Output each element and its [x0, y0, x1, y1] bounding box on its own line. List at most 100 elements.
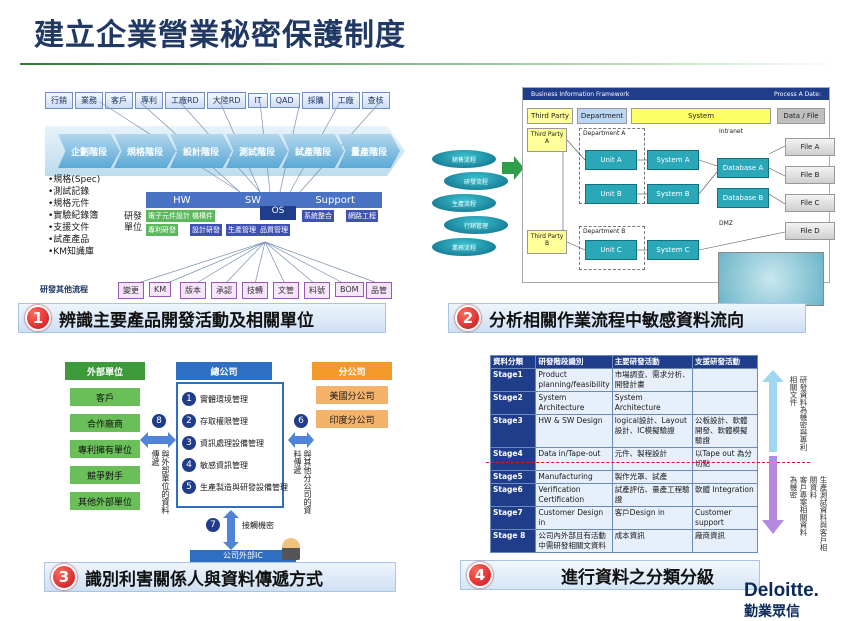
rd-unit-label: 研發 單位: [124, 212, 143, 233]
center-item-label-2: 資訊處理設備管理: [200, 438, 264, 448]
other-item-1: KM: [149, 282, 172, 297]
system-1: System B: [647, 184, 699, 204]
branch-1: 印度分公司: [316, 410, 388, 428]
cell-6-1: Customer Design in: [535, 506, 613, 530]
other-item-7: BOM: [335, 282, 364, 297]
unit-box-2: 專利研發: [146, 224, 178, 236]
cell-2-2: logical設計、Layout設計、IC模擬驗證: [611, 414, 694, 448]
department-a-label: Department A: [583, 130, 626, 137]
side-note-far: 生產測試資料與客戶相關資料: [809, 476, 828, 551]
caption-2-text: 分析相關作業流程中敏感資料流向: [489, 310, 744, 331]
center-item-label-4: 生產製造與研發設備管理: [200, 482, 288, 492]
database-0: Database A: [717, 158, 769, 178]
other-item-6: 料號: [304, 282, 330, 299]
file-2: File C: [785, 194, 835, 212]
double-arrow-down-icon: [223, 510, 239, 550]
branch-0: 美國分公司: [316, 386, 388, 404]
external-0: 客戶: [70, 388, 140, 406]
center-item-number-4: 5: [182, 480, 196, 494]
doc-item-1: •測試記錄: [48, 187, 90, 197]
disc-0: 銷售流程: [432, 150, 496, 168]
external-ic-box: 公司外部IC: [190, 550, 296, 564]
intranet-label: Intranet: [719, 128, 743, 135]
step-number-2: 2: [455, 305, 481, 331]
unit-1: Unit B: [585, 184, 637, 204]
caption-4-text: 進行資料之分類分級: [561, 567, 714, 588]
lane-data: Data / File: [777, 108, 825, 124]
department-6: IT: [248, 93, 268, 108]
document-list: •規格(Spec)•測試記錄•規格元件•實驗紀錄簿•支援文件•試產產品•KM知識…: [48, 174, 100, 258]
unit-box-3: 設計研發: [190, 224, 222, 236]
layer-os: OS: [260, 206, 296, 220]
external-1: 合作廠商: [70, 414, 140, 432]
cell-7-2: 成本資訊: [611, 529, 694, 553]
framework-panel: Business Information Framework Process A…: [522, 87, 835, 283]
framework-process: Process A Date:: [773, 90, 821, 98]
department-1: 業務: [75, 92, 103, 109]
unit-2: Unit C: [585, 240, 637, 260]
other-item-4: 技轉: [242, 282, 268, 299]
framework-header: Business Information Framework Process A…: [523, 88, 829, 100]
dmz-label: DMZ: [719, 220, 733, 227]
disc-1: 研發流程: [444, 172, 508, 190]
cell-6-2: 客戶Design in: [611, 506, 694, 530]
doc-item-2: •規格元件: [48, 199, 90, 209]
caption-1: 1 辨識主要產品開發活動及相關單位: [18, 303, 386, 333]
department-0: 行銷: [45, 92, 73, 109]
cell-0-2: 市場調查、需求分析、開發計畫: [611, 368, 694, 392]
unit-box-1: 機構件: [190, 210, 215, 222]
disc-2: 生產流程: [432, 194, 496, 212]
step-number-1: 1: [25, 305, 51, 331]
other-item-5: 文管: [273, 282, 299, 299]
cell-0-0: Stage1: [489, 368, 537, 392]
phase-4: 試產階段: [282, 134, 344, 168]
caption-3: 3 識別利害關係人與資料傳遞方式: [44, 562, 396, 592]
disc-4: 業務流程: [432, 238, 496, 256]
cell-2-3: 公板設計、軟體開發、軟體模擬驗證: [692, 414, 758, 448]
unit-box-7: 網路工程: [346, 210, 378, 222]
column-header-0: 資料分類: [489, 355, 537, 369]
branch-transfer-label: 與其他分公司的資料傳遞: [293, 450, 312, 514]
side-note-top: 研發資料為機密與專利相關文件: [789, 376, 808, 451]
caption-2: 2 分析相關作業流程中敏感資料流向: [448, 303, 806, 333]
step-number-3: 3: [51, 564, 77, 590]
other-item-8: 品管: [366, 282, 392, 299]
center-item-4: 5 生產製造與研發設備管理: [182, 480, 288, 494]
cell-3-3: 以Tape out 為分切點: [692, 447, 758, 471]
layer-hw: HW: [173, 194, 191, 206]
unit-box-4: 生產管理: [226, 224, 258, 236]
cell-7-0: Stage 8: [489, 529, 537, 553]
lane-system: System: [631, 108, 771, 124]
unit-box-6: 系統整合: [302, 210, 334, 222]
cell-5-1: Verification Certification: [535, 483, 613, 507]
step-7: 7: [206, 518, 220, 532]
quadrant-stakeholders: 外部單位 總公司 分公司 8 與外部單位的資料傳遞 6 與其他分公司的資料傳遞 …: [60, 358, 400, 568]
contact-label: 接觸機密: [242, 521, 274, 530]
other-item-3: 承認: [211, 282, 237, 299]
side-note-bottom: 客戶專案相關資料為機密: [789, 476, 808, 536]
column-header-1: 研發階段識別: [535, 355, 613, 369]
cell-7-3: 廠商資訊: [692, 529, 758, 553]
cell-3-0: Stage4: [489, 447, 537, 471]
center-item-number-1: 2: [182, 414, 196, 428]
external-4: 其他外部單位: [70, 492, 140, 510]
caption-3-text: 識別利害關係人與資料傳遞方式: [85, 569, 323, 590]
layer-bar: HW SW Support: [146, 192, 382, 208]
unit-0: Unit A: [585, 150, 637, 170]
cell-5-3: 軟體 Integration: [692, 483, 758, 507]
system-0: System A: [647, 150, 699, 170]
center-item-label-3: 敏感資訊管理: [200, 460, 248, 470]
department-7: QAD: [269, 93, 300, 108]
cell-4-2: 製作光罩、試產: [611, 470, 694, 484]
department-b-group: Department B: [579, 226, 645, 270]
other-item-2: 版本: [180, 282, 206, 299]
branch-header: 分公司: [312, 362, 392, 380]
flow-arrows: [562, 139, 786, 251]
